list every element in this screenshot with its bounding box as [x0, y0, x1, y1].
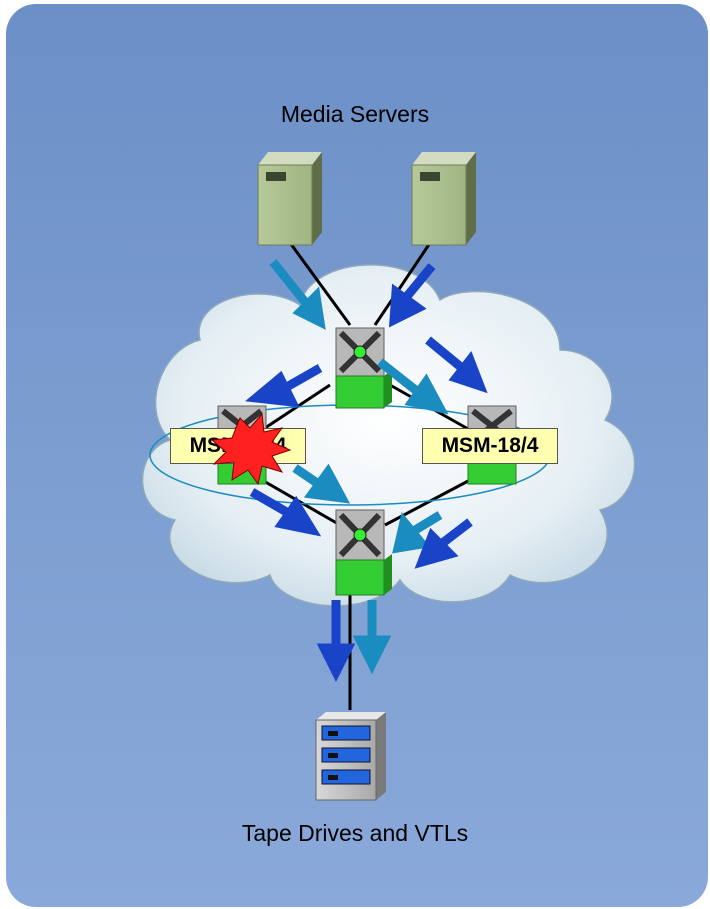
msm-module-label-left: MSM-18/4	[170, 428, 306, 464]
server-icon	[257, 152, 322, 246]
traffic-arrows-light	[269, 259, 449, 675]
msm-module-label-right: MSM-18/4	[422, 428, 558, 464]
switch-icon	[335, 509, 392, 596]
traffic-arrows-dark	[245, 263, 488, 683]
tape-library-icon	[315, 712, 386, 801]
server-icon	[411, 152, 476, 246]
tape-drives-label: Tape Drives and VTLs	[241, 820, 469, 846]
media-servers-label: Media Servers	[280, 101, 430, 127]
switch-icon	[335, 327, 392, 409]
